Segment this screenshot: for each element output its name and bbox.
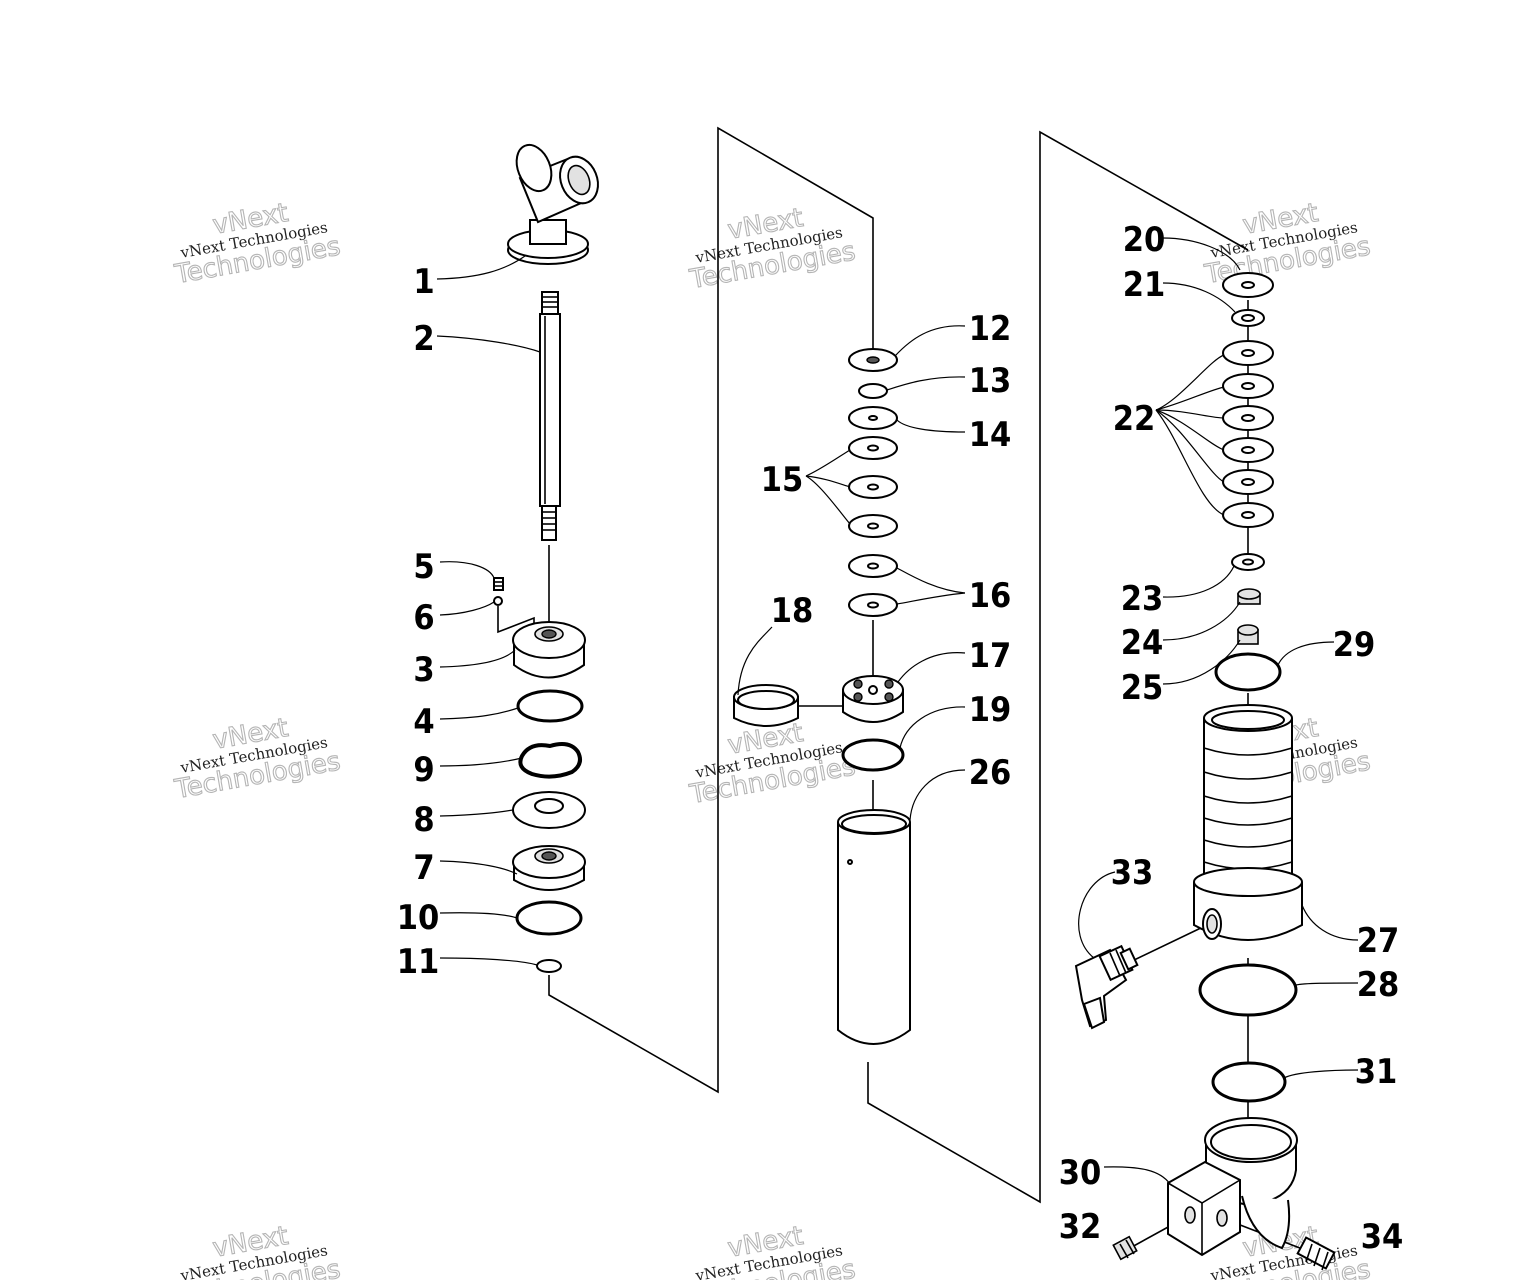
part-4-o-ring: [516, 689, 584, 723]
part-3-seal-head: [512, 621, 586, 679]
callout-27: 27: [1357, 921, 1400, 961]
callout-7: 7: [413, 848, 434, 888]
part-21-spacer: [1231, 309, 1265, 327]
callout-5: 5: [413, 547, 434, 587]
callout-19: 19: [969, 690, 1012, 730]
part-19-o-ring: [841, 738, 905, 772]
callout-1: 1: [413, 262, 434, 302]
part-22-shim-6: [1222, 502, 1274, 528]
callout-23: 23: [1121, 579, 1164, 619]
callout-15: 15: [761, 460, 804, 500]
part-10-ring: [515, 900, 583, 936]
callout-6: 6: [413, 598, 434, 638]
part-1-eyelet-mount: [507, 143, 599, 265]
part-9-wave-washer: [518, 742, 582, 779]
part-30-end-cap: [1167, 1117, 1298, 1257]
part-12-washer: [848, 348, 898, 372]
part-27-reservoir-body: [1193, 704, 1303, 941]
part-16-shim-1: [848, 554, 898, 578]
part-32-plug: [1112, 1235, 1138, 1261]
part-2-shaft: [539, 291, 561, 541]
part-22-shim-5: [1222, 469, 1274, 495]
part-22-shim-4: [1222, 437, 1274, 463]
part-15-shim-2: [848, 475, 898, 499]
part-23-washer: [1231, 553, 1265, 571]
callout-18: 18: [771, 591, 814, 631]
part-29-o-ring: [1214, 652, 1282, 692]
part-22-shim-3: [1222, 405, 1274, 431]
callout-9: 9: [413, 750, 434, 790]
callout-20: 20: [1123, 220, 1166, 260]
callout-30: 30: [1059, 1153, 1102, 1193]
callout-8: 8: [413, 800, 434, 840]
part-7-piston: [512, 845, 586, 891]
part-18-wear-band: [733, 684, 799, 727]
callout-22: 22: [1113, 399, 1156, 439]
callout-32: 32: [1059, 1207, 1102, 1247]
part-33-elbow-fitting: [1074, 944, 1139, 1030]
watermark-top-left: vNext vNext Technologies Technologies: [171, 197, 343, 290]
part-25-bushing: [1237, 624, 1259, 645]
watermark-top-center: vNext vNext Technologies Technologies: [686, 202, 858, 295]
part-17-piston: [842, 675, 904, 723]
watermark-top-right: vNext vNext Technologies Technologies: [1201, 197, 1373, 290]
part-22-shim-1: [1222, 340, 1274, 366]
callout-11: 11: [397, 942, 440, 982]
part-15-shim-3: [848, 514, 898, 538]
part-24-nut: [1237, 588, 1261, 605]
callout-numbers: 1 2 5 6 3 4 9 8 7 10 11 12 13 14 15 16 1…: [397, 220, 1404, 1257]
part-14-shim: [848, 406, 898, 430]
callout-17: 17: [969, 636, 1012, 676]
callout-10: 10: [397, 898, 440, 938]
part-13-spacer: [858, 383, 888, 399]
callout-4: 4: [413, 702, 434, 742]
watermark-bottom-center: vNext vNext Technologies Technologies: [686, 1220, 858, 1280]
part-34-fitting: [1296, 1236, 1336, 1271]
callout-12: 12: [969, 309, 1012, 349]
watermark-mid-left: vNext vNext Technologies Technologies: [171, 712, 343, 805]
callout-24: 24: [1121, 623, 1164, 663]
part-15-shim-1: [848, 436, 898, 460]
part-8-washer: [512, 791, 586, 829]
callout-33: 33: [1111, 853, 1154, 893]
part-20-washer: [1222, 272, 1274, 298]
part-28-o-ring: [1198, 963, 1298, 1017]
callout-28: 28: [1357, 965, 1400, 1005]
callout-14: 14: [969, 415, 1012, 455]
leader-lines: [436, 237, 1359, 1185]
part-11-small-o-ring: [536, 959, 562, 973]
callout-21: 21: [1123, 265, 1166, 305]
callout-31: 31: [1355, 1052, 1398, 1092]
callout-29: 29: [1333, 625, 1376, 665]
callout-2: 2: [413, 319, 434, 359]
callout-13: 13: [969, 361, 1012, 401]
part-6-ball: [493, 596, 503, 606]
callout-26: 26: [969, 753, 1012, 793]
callout-3: 3: [413, 650, 434, 690]
watermark-bottom-left: vNext vNext Technologies Technologies: [171, 1220, 343, 1280]
part-5-set-screw: [493, 577, 504, 591]
part-22-shim-2: [1222, 373, 1274, 399]
callout-34: 34: [1361, 1217, 1404, 1257]
part-31-o-ring: [1211, 1061, 1287, 1103]
callout-16: 16: [969, 576, 1012, 616]
callout-25: 25: [1121, 668, 1164, 708]
part-26-cylinder-tube: [837, 809, 911, 1045]
part-16-shim-2: [848, 593, 898, 617]
